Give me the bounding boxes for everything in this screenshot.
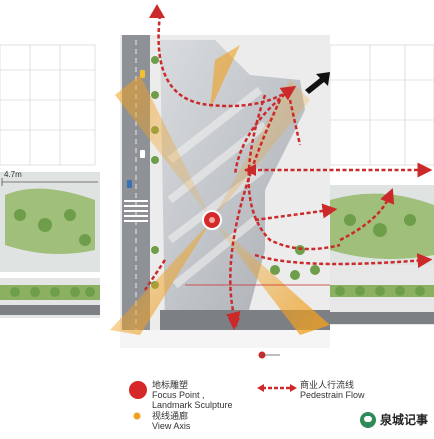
left-landscape bbox=[0, 172, 100, 318]
legend-focus-point-en2: Landmark Sculpture bbox=[152, 400, 233, 410]
legend-focus-point-zh: 地标雕塑 bbox=[152, 380, 189, 390]
legend-view-axis-icon bbox=[133, 412, 141, 420]
left-building-outline bbox=[0, 44, 96, 166]
dimension-marker bbox=[1, 178, 98, 186]
dark-entry-arrow bbox=[305, 72, 330, 94]
view-axis-cones bbox=[110, 45, 330, 335]
section-marker bbox=[258, 351, 280, 359]
legend-pedestrian-flow-zh: 商业人行流线 bbox=[300, 380, 355, 390]
landmark-sculpture-marker bbox=[202, 210, 222, 230]
dimension-label: 4.7m bbox=[4, 170, 22, 179]
watermark-text: 泉城记事 bbox=[379, 413, 428, 427]
legend-focus-point-icon bbox=[129, 381, 147, 399]
wechat-icon bbox=[359, 411, 376, 428]
legend-view-axis-en: View Axis bbox=[152, 421, 191, 431]
legend-pedestrian-flow-en: Pedestrain Flow bbox=[300, 390, 365, 400]
legend-pedestrian-flow-icon bbox=[257, 384, 297, 392]
left-flow-arrowhead bbox=[244, 164, 256, 176]
pedestrian-flow-arrows bbox=[143, 14, 433, 328]
top-flow-arrowhead bbox=[149, 4, 165, 18]
watermark: 泉城记事 bbox=[359, 411, 428, 428]
bottom-flow-arrowhead bbox=[228, 318, 240, 330]
right-flow-arrowhead bbox=[418, 164, 430, 176]
right-landscape bbox=[325, 185, 434, 325]
right-building-outline bbox=[329, 44, 434, 166]
legend-view-axis-zh: 视线通廊 bbox=[152, 411, 189, 421]
legend-focus-point-en1: Focus Point , bbox=[152, 390, 205, 400]
